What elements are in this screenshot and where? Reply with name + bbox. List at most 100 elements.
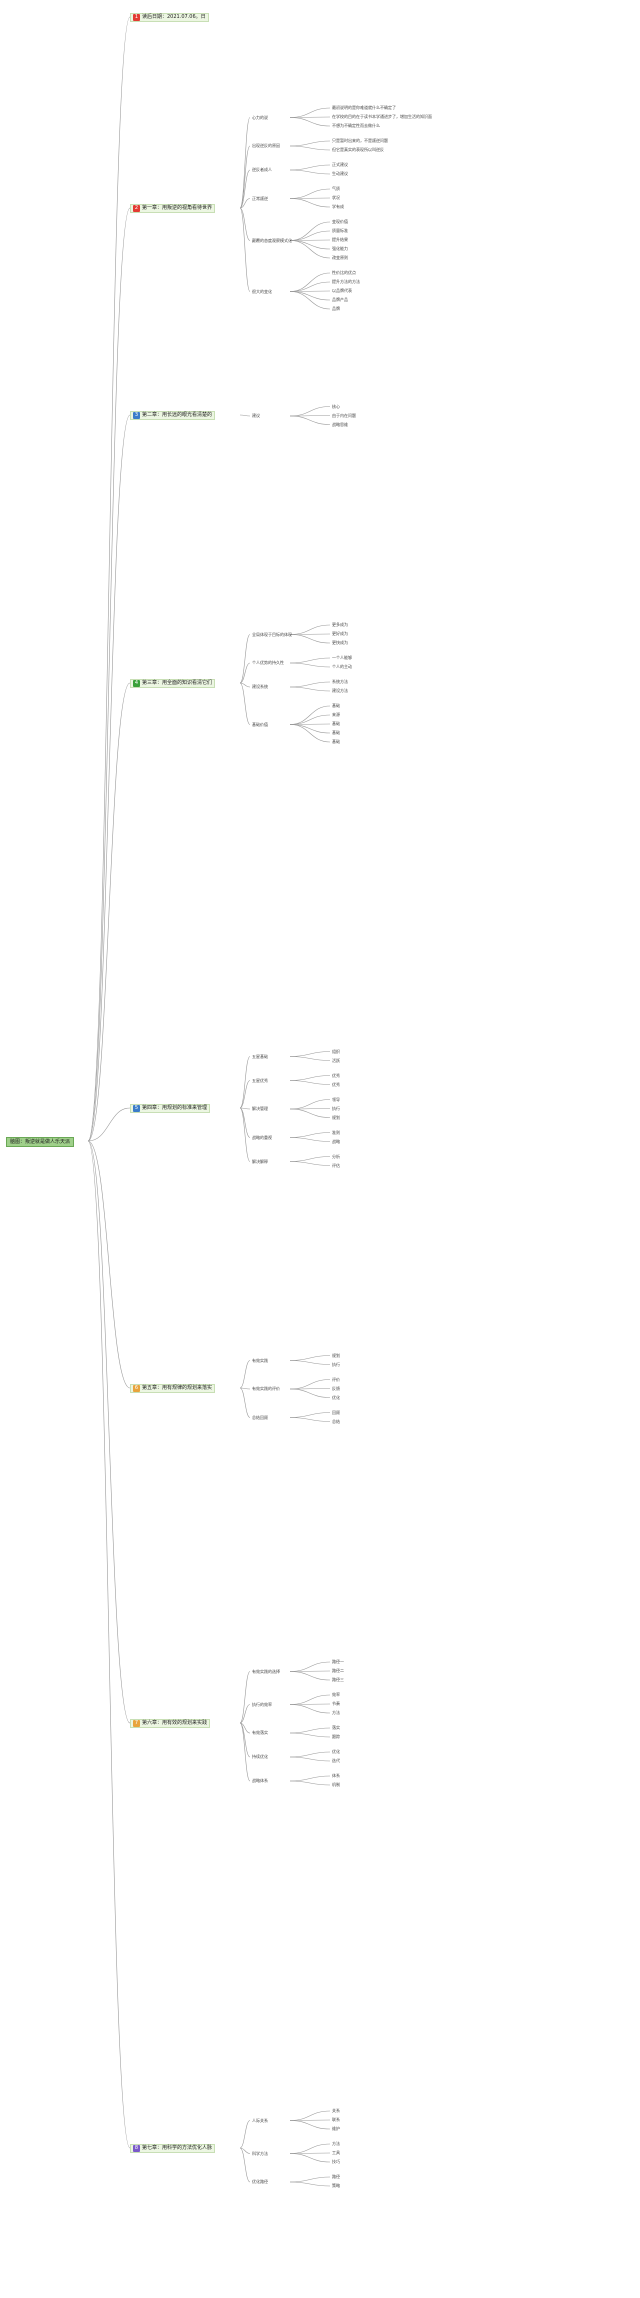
- leaf-node[interactable]: 品牌产品: [332, 297, 348, 302]
- leaf-node[interactable]: 联系: [332, 2117, 340, 2122]
- leaf-node[interactable]: 评估: [332, 1162, 340, 1168]
- leaf-node[interactable]: 优秀: [332, 1081, 340, 1087]
- branch-node[interactable]: 优化路径: [252, 2179, 268, 2184]
- leaf-node[interactable]: 基础: [332, 739, 340, 744]
- leaf-node[interactable]: 由于内在问题: [332, 412, 356, 418]
- branch-node[interactable]: 建议: [252, 413, 260, 418]
- leaf-node[interactable]: 核心: [332, 403, 340, 409]
- leaf-node[interactable]: 领导: [332, 1096, 340, 1102]
- leaf-node[interactable]: 总结: [332, 1418, 340, 1424]
- leaf-node[interactable]: 在学校的目的在于读书本学通进步了，增加生活的知识面: [332, 114, 432, 119]
- leaf-node[interactable]: 正式建议: [332, 162, 348, 167]
- leaf-node[interactable]: 规划: [332, 1352, 340, 1358]
- branch-node[interactable]: 正常叛逆: [252, 195, 268, 201]
- leaf-node[interactable]: 基础: [332, 703, 340, 708]
- mindmap-root[interactable]: 脑图：叛逆就是做人乐天派: [6, 1137, 75, 1147]
- branch-node[interactable]: 有效落实: [252, 1730, 268, 1735]
- branch-node[interactable]: 个人优势的持久性: [252, 660, 284, 665]
- leaf-node[interactable]: 提升结果: [332, 237, 348, 242]
- leaf-node[interactable]: 技巧: [332, 2159, 340, 2164]
- branch-node[interactable]: 有效实践的选择: [252, 1668, 280, 1674]
- branch-node[interactable]: 解决解释: [252, 1158, 268, 1164]
- branch-node[interactable]: 有效实践: [252, 1357, 268, 1363]
- leaf-node[interactable]: 战略思维: [332, 421, 348, 427]
- leaf-node[interactable]: 来源: [332, 712, 340, 717]
- leaf-node[interactable]: 只是暂时出来的，不是叛逆问题: [332, 138, 388, 143]
- branch-node[interactable]: 持续优化: [252, 1754, 268, 1759]
- branch-node[interactable]: 出现逆反的原因: [252, 143, 280, 148]
- leaf-node[interactable]: 以品牌代表: [332, 288, 352, 293]
- leaf-node[interactable]: 执行: [332, 1361, 340, 1367]
- leaf-node[interactable]: 最初说明的是你难道就什么不确定了: [332, 105, 396, 110]
- branch-node[interactable]: 心力的说: [252, 114, 268, 120]
- leaf-node[interactable]: 活跃: [332, 1057, 340, 1063]
- leaf-node[interactable]: 更好成为: [332, 631, 348, 636]
- leaf-node[interactable]: 品牌: [332, 306, 340, 311]
- leaf-node[interactable]: 改变原则: [332, 255, 348, 260]
- branch-node[interactable]: 人际关系: [252, 2117, 268, 2123]
- leaf-node[interactable]: 落实: [332, 1725, 340, 1730]
- leaf-node[interactable]: 评价: [332, 1376, 340, 1382]
- leaf-node[interactable]: 状况: [332, 195, 340, 200]
- leaf-node[interactable]: 准则: [332, 1129, 340, 1135]
- branch-node[interactable]: 全局体现于目标的体现: [252, 631, 292, 637]
- leaf-node[interactable]: 系统方法: [332, 679, 348, 684]
- leaf-node[interactable]: 战略: [332, 1138, 340, 1144]
- leaf-node[interactable]: 生动建议: [332, 171, 348, 176]
- leaf-node[interactable]: 提升方法的方法: [332, 279, 360, 284]
- leaf-node[interactable]: 基础: [332, 721, 340, 726]
- leaf-node[interactable]: 学有成: [332, 204, 344, 209]
- leaf-node[interactable]: 维护: [332, 2126, 340, 2131]
- branch-node[interactable]: 战略的重视: [252, 1134, 272, 1140]
- leaf-node[interactable]: 规划: [332, 1114, 340, 1120]
- leaf-node[interactable]: 策略: [332, 2183, 340, 2188]
- branch-node[interactable]: 很大的变化: [252, 288, 272, 294]
- leaf-node[interactable]: 一个人能够: [332, 655, 352, 660]
- branch-node[interactable]: 五星基础: [252, 1053, 268, 1059]
- leaf-node[interactable]: 组织: [332, 1048, 340, 1054]
- leaf-node[interactable]: 执行: [332, 1105, 340, 1111]
- leaf-node[interactable]: 强化能力: [332, 246, 348, 251]
- leaf-node[interactable]: 节奏: [332, 1701, 340, 1706]
- leaf-node[interactable]: 质量标准: [332, 228, 348, 233]
- leaf-node[interactable]: 建设方法: [332, 688, 348, 693]
- leaf-node[interactable]: 关系: [332, 2108, 340, 2113]
- leaf-node[interactable]: 效率: [332, 1692, 340, 1697]
- leaf-node[interactable]: 分析: [332, 1153, 340, 1159]
- leaf-node[interactable]: 优化: [332, 1749, 340, 1754]
- leaf-node[interactable]: 迭代: [332, 1758, 340, 1763]
- leaf-node[interactable]: 路径三: [332, 1677, 344, 1682]
- branch-node[interactable]: 逆反者成人: [252, 167, 272, 172]
- leaf-node[interactable]: 基础: [332, 730, 340, 735]
- leaf-node[interactable]: 回顾: [332, 1409, 340, 1415]
- branch-node[interactable]: 总结回顾: [252, 1414, 268, 1420]
- leaf-node[interactable]: 优秀: [332, 1072, 340, 1078]
- leaf-node[interactable]: 路径二: [332, 1668, 344, 1673]
- leaf-node[interactable]: 更快成为: [332, 640, 348, 645]
- branch-node[interactable]: 战略体系: [252, 1778, 268, 1783]
- leaf-node[interactable]: 气质: [332, 186, 340, 191]
- leaf-node[interactable]: 变现价值: [332, 219, 348, 224]
- leaf-node[interactable]: 反馈: [332, 1385, 340, 1391]
- leaf-node[interactable]: 更多成为: [332, 622, 348, 627]
- leaf-node[interactable]: 跟踪: [332, 1734, 340, 1739]
- leaf-node[interactable]: 个人的主动: [332, 664, 352, 669]
- branch-node[interactable]: 解决管理: [252, 1106, 268, 1111]
- branch-node[interactable]: 建设系统: [252, 684, 268, 689]
- leaf-node[interactable]: 路径: [332, 2174, 340, 2179]
- leaf-node[interactable]: 不想为不确定性而去做什么: [332, 123, 380, 128]
- branch-node[interactable]: 有效实践的评价: [252, 1386, 280, 1391]
- branch-node[interactable]: 基础价值: [252, 721, 268, 727]
- branch-node[interactable]: 执行的效率: [252, 1701, 272, 1707]
- leaf-node[interactable]: 路径一: [332, 1659, 344, 1664]
- leaf-node[interactable]: 方法: [332, 2141, 340, 2146]
- leaf-node[interactable]: 工具: [332, 2150, 340, 2155]
